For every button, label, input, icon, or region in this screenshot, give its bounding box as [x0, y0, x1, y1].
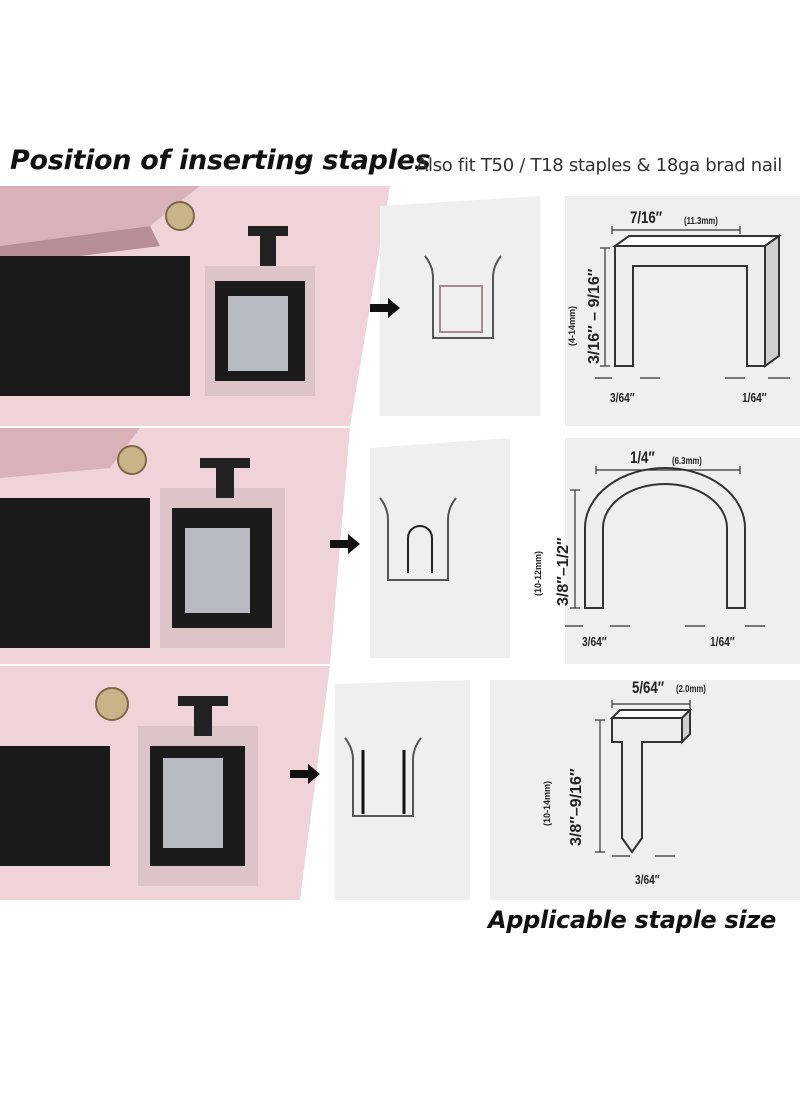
leg-mm-2: (10-12mm) — [533, 550, 543, 596]
leg-dimension-1: 3/16″ – 9/16″ — [586, 268, 603, 364]
stapler-photo-1 — [0, 186, 800, 426]
crown-dimension-2: 1/4″ — [630, 448, 655, 467]
leg-mm-3: (10-14mm) — [542, 780, 552, 826]
crown-dimension-3: 5/64″ — [632, 678, 665, 697]
crown-mm-2: (6.3mm) — [672, 456, 702, 467]
panel-flat-staple: 7/16″ (11.3mm) 3/16″ – 9/16″ (4-14mm) 3/… — [0, 186, 800, 426]
thickness-dimension-3: 3/64″ — [635, 872, 660, 887]
footer-title: Applicable staple size — [488, 906, 776, 934]
flat-staple-drawing — [611, 234, 783, 368]
panel-round-staple: 1/4″ (6.3mm) 3/8″–1/2″ (10-12mm) 3/64″ 1… — [0, 428, 800, 664]
page-subtitle: Also fit T50 / T18 staples & 18ga brad n… — [416, 155, 783, 176]
staple-slot-diagram-2 — [379, 497, 457, 581]
panel-brad-nail: 5/64″ (2.0mm) 3/8″–9/16″ (10-14mm) 3/64″ — [0, 666, 800, 900]
stapler-photo-3 — [0, 666, 800, 900]
leg-dimension-2: 3/8″–1/2″ — [555, 537, 572, 606]
leg-mm-1: (4-14mm) — [567, 305, 577, 346]
thickness-dimension-1: 3/64″ — [610, 390, 635, 405]
page-title: Position of inserting staples — [10, 145, 431, 176]
crown-dimension-1: 7/16″ — [630, 208, 663, 227]
crown-mm-1: (11.3mm) — [684, 216, 718, 227]
thickness-dimension-2: 3/64″ — [582, 634, 607, 649]
staple-slot-diagram-1 — [424, 255, 502, 339]
width-dimension-2: 1/64″ — [710, 634, 735, 649]
nail-slot-diagram — [344, 737, 422, 817]
stapler-photo-2 — [0, 428, 800, 664]
crown-mm-3: (2.0mm) — [676, 684, 706, 695]
leg-dimension-3: 3/8″–9/16″ — [568, 768, 585, 846]
width-dimension-1: 1/64″ — [742, 390, 767, 405]
round-staple-drawing — [584, 467, 746, 609]
brad-nail-drawing — [609, 707, 693, 854]
